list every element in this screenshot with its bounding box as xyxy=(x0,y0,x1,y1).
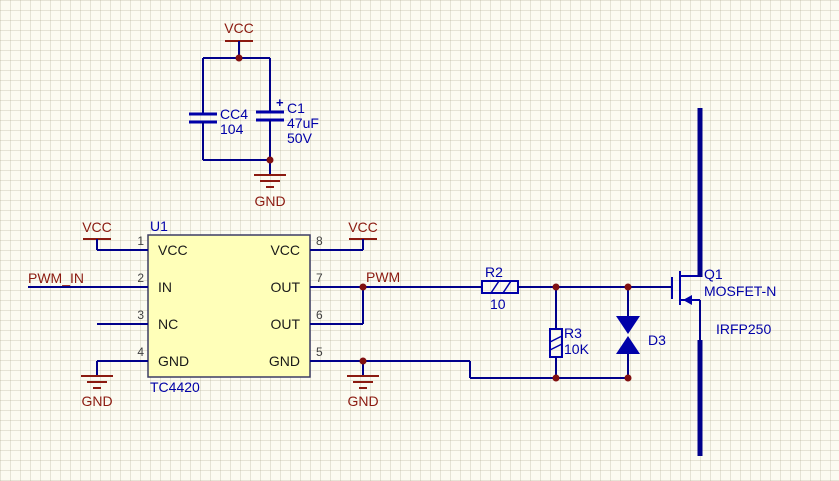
junction-d3-bottom xyxy=(624,374,632,382)
u1-pin5-name: GND xyxy=(269,353,300,369)
u1-part[interactable]: TC4420 xyxy=(150,379,200,395)
r3-value[interactable]: 10K xyxy=(564,341,590,357)
capacitor-c4[interactable]: CC4 104 xyxy=(189,106,248,137)
junction-r3-top xyxy=(552,283,560,291)
power-port-gnd-pin4[interactable]: GND xyxy=(81,361,113,409)
power-port-vcc-pin1[interactable]: VCC xyxy=(82,219,112,250)
r2-ref[interactable]: R2 xyxy=(485,264,503,280)
junction-vcc-top xyxy=(235,54,243,62)
r2-body[interactable] xyxy=(481,280,519,294)
junction-gnd-pin5 xyxy=(359,357,367,365)
power-port-gnd-caps[interactable]: GND xyxy=(254,174,286,209)
u1-pin7-name: OUT xyxy=(270,279,300,295)
q1-type[interactable]: MOSFET-N xyxy=(704,283,776,299)
u1-pin5-num: 5 xyxy=(316,345,323,359)
u1-pin1-name: VCC xyxy=(158,242,188,258)
r2-hatch-2 xyxy=(502,280,512,294)
q1-part[interactable]: IRFP250 xyxy=(716,321,771,337)
junction-d3-top xyxy=(624,283,632,291)
u1-pin4-name: GND xyxy=(158,353,189,369)
gnd-pin4-label: GND xyxy=(81,393,112,409)
q1-arrow-icon xyxy=(683,295,692,305)
q1-ref[interactable]: Q1 xyxy=(704,266,723,282)
r2-hatch-1 xyxy=(490,280,500,294)
net-label-pwm[interactable]: PWM xyxy=(366,269,400,285)
c1-value[interactable]: 47uF xyxy=(287,115,319,131)
u1-pin6-num: 6 xyxy=(316,308,323,322)
r2-value[interactable]: 10 xyxy=(490,296,506,312)
r3-hatch-2 xyxy=(549,343,563,351)
power-port-gnd-pin5[interactable]: GND xyxy=(347,361,379,409)
c1-plus-icon: + xyxy=(276,95,284,110)
diode-d3[interactable]: D3 xyxy=(616,316,666,354)
d3-triangle-bottom xyxy=(616,336,640,354)
mosfet-q1[interactable]: Q1 MOSFET-N IRFP250 xyxy=(671,266,776,337)
c4-value[interactable]: 104 xyxy=(220,121,244,137)
resistor-r3[interactable]: R3 10K xyxy=(549,325,590,358)
capacitor-c1[interactable]: + C1 47uF 50V xyxy=(256,95,319,146)
ic-u1-body[interactable] xyxy=(147,234,311,378)
c1-rating[interactable]: 50V xyxy=(287,130,313,146)
u1-pin2-num: 2 xyxy=(137,271,144,285)
c4-ref[interactable]: CC4 xyxy=(220,106,248,122)
gnd-caps-label: GND xyxy=(254,193,285,209)
junction-r3-bottom xyxy=(552,374,560,382)
vcc-pin8-label: VCC xyxy=(348,219,378,235)
ic-u1[interactable]: U1 TC4420 1 2 3 4 VCC IN NC GND 8 7 6 5 … xyxy=(137,218,323,395)
u1-ref[interactable]: U1 xyxy=(150,218,168,234)
junction-cap-gnd xyxy=(266,156,274,164)
u1-pin4-num: 4 xyxy=(137,345,144,359)
u1-pin6-name: OUT xyxy=(270,316,300,332)
u1-pin3-num: 3 xyxy=(137,308,144,322)
u1-pin7-num: 7 xyxy=(316,271,323,285)
gnd-pin5-label: GND xyxy=(347,393,378,409)
d3-ref[interactable]: D3 xyxy=(648,332,666,348)
u1-pin8-num: 8 xyxy=(316,234,323,248)
power-port-vcc-pin8[interactable]: VCC xyxy=(348,219,378,250)
vcc-pin1-label: VCC xyxy=(82,219,112,235)
c1-ref[interactable]: C1 xyxy=(287,100,305,116)
u1-pin8-name: VCC xyxy=(270,242,300,258)
r3-ref[interactable]: R3 xyxy=(564,325,582,341)
junction-out-tie xyxy=(359,283,367,291)
u1-pin1-num: 1 xyxy=(137,234,144,248)
r3-hatch-1 xyxy=(549,335,563,343)
r3-body[interactable] xyxy=(549,328,563,358)
u1-pin3-name: NC xyxy=(158,316,178,332)
u1-pin2-name: IN xyxy=(158,279,172,295)
vcc-top-label: VCC xyxy=(224,20,254,36)
resistor-r2[interactable]: R2 10 xyxy=(481,264,519,312)
d3-triangle-top xyxy=(616,316,640,334)
net-label-pwm-in[interactable]: PWM_IN xyxy=(28,270,84,286)
power-port-vcc-top[interactable]: VCC xyxy=(224,20,254,58)
